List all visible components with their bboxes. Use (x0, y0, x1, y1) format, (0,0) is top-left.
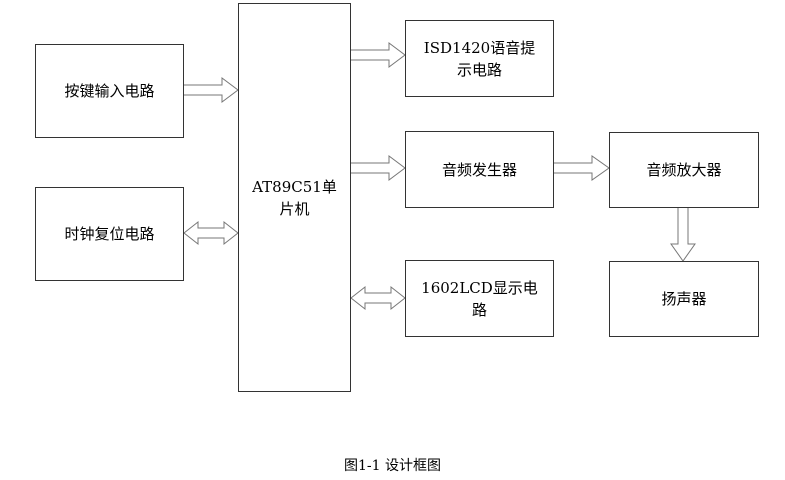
arrow-clock-reset-mcu (183, 220, 239, 246)
lcd-display-label: 1602LCD显示电路 (421, 278, 538, 319)
arrow-mcu-lcd (350, 285, 406, 311)
arrow-amplifier-to-speaker (670, 206, 696, 262)
mcu-box: AT89C51单片机 (238, 3, 351, 392)
arrow-keypad-to-mcu (182, 77, 239, 103)
voice-prompt-box: ISD1420语音提示电路 (405, 20, 554, 97)
figure-caption: 图1-1 设计框图 (344, 458, 441, 474)
voice-prompt-label: ISD1420语音提示电路 (423, 38, 536, 79)
lcd-display-box: 1602LCD显示电路 (405, 260, 554, 337)
amplifier-box: 音频放大器 (609, 132, 759, 208)
keypad-input-label: 按键输入电路 (64, 82, 155, 100)
arrow-tone-gen-to-amplifier (552, 155, 610, 181)
mcu-label: AT89C51单片机 (252, 177, 337, 218)
keypad-input-box: 按键输入电路 (35, 44, 184, 138)
arrow-mcu-to-tone-gen (349, 155, 406, 181)
tone-generator-box: 音频发生器 (405, 131, 554, 208)
clock-reset-label: 时钟复位电路 (64, 225, 155, 243)
clock-reset-box: 时钟复位电路 (35, 187, 184, 281)
amplifier-label: 音频放大器 (646, 161, 722, 179)
arrow-mcu-to-voice (349, 42, 406, 68)
speaker-box: 扬声器 (609, 261, 759, 337)
tone-generator-label: 音频发生器 (441, 160, 517, 179)
speaker-label: 扬声器 (661, 290, 707, 308)
